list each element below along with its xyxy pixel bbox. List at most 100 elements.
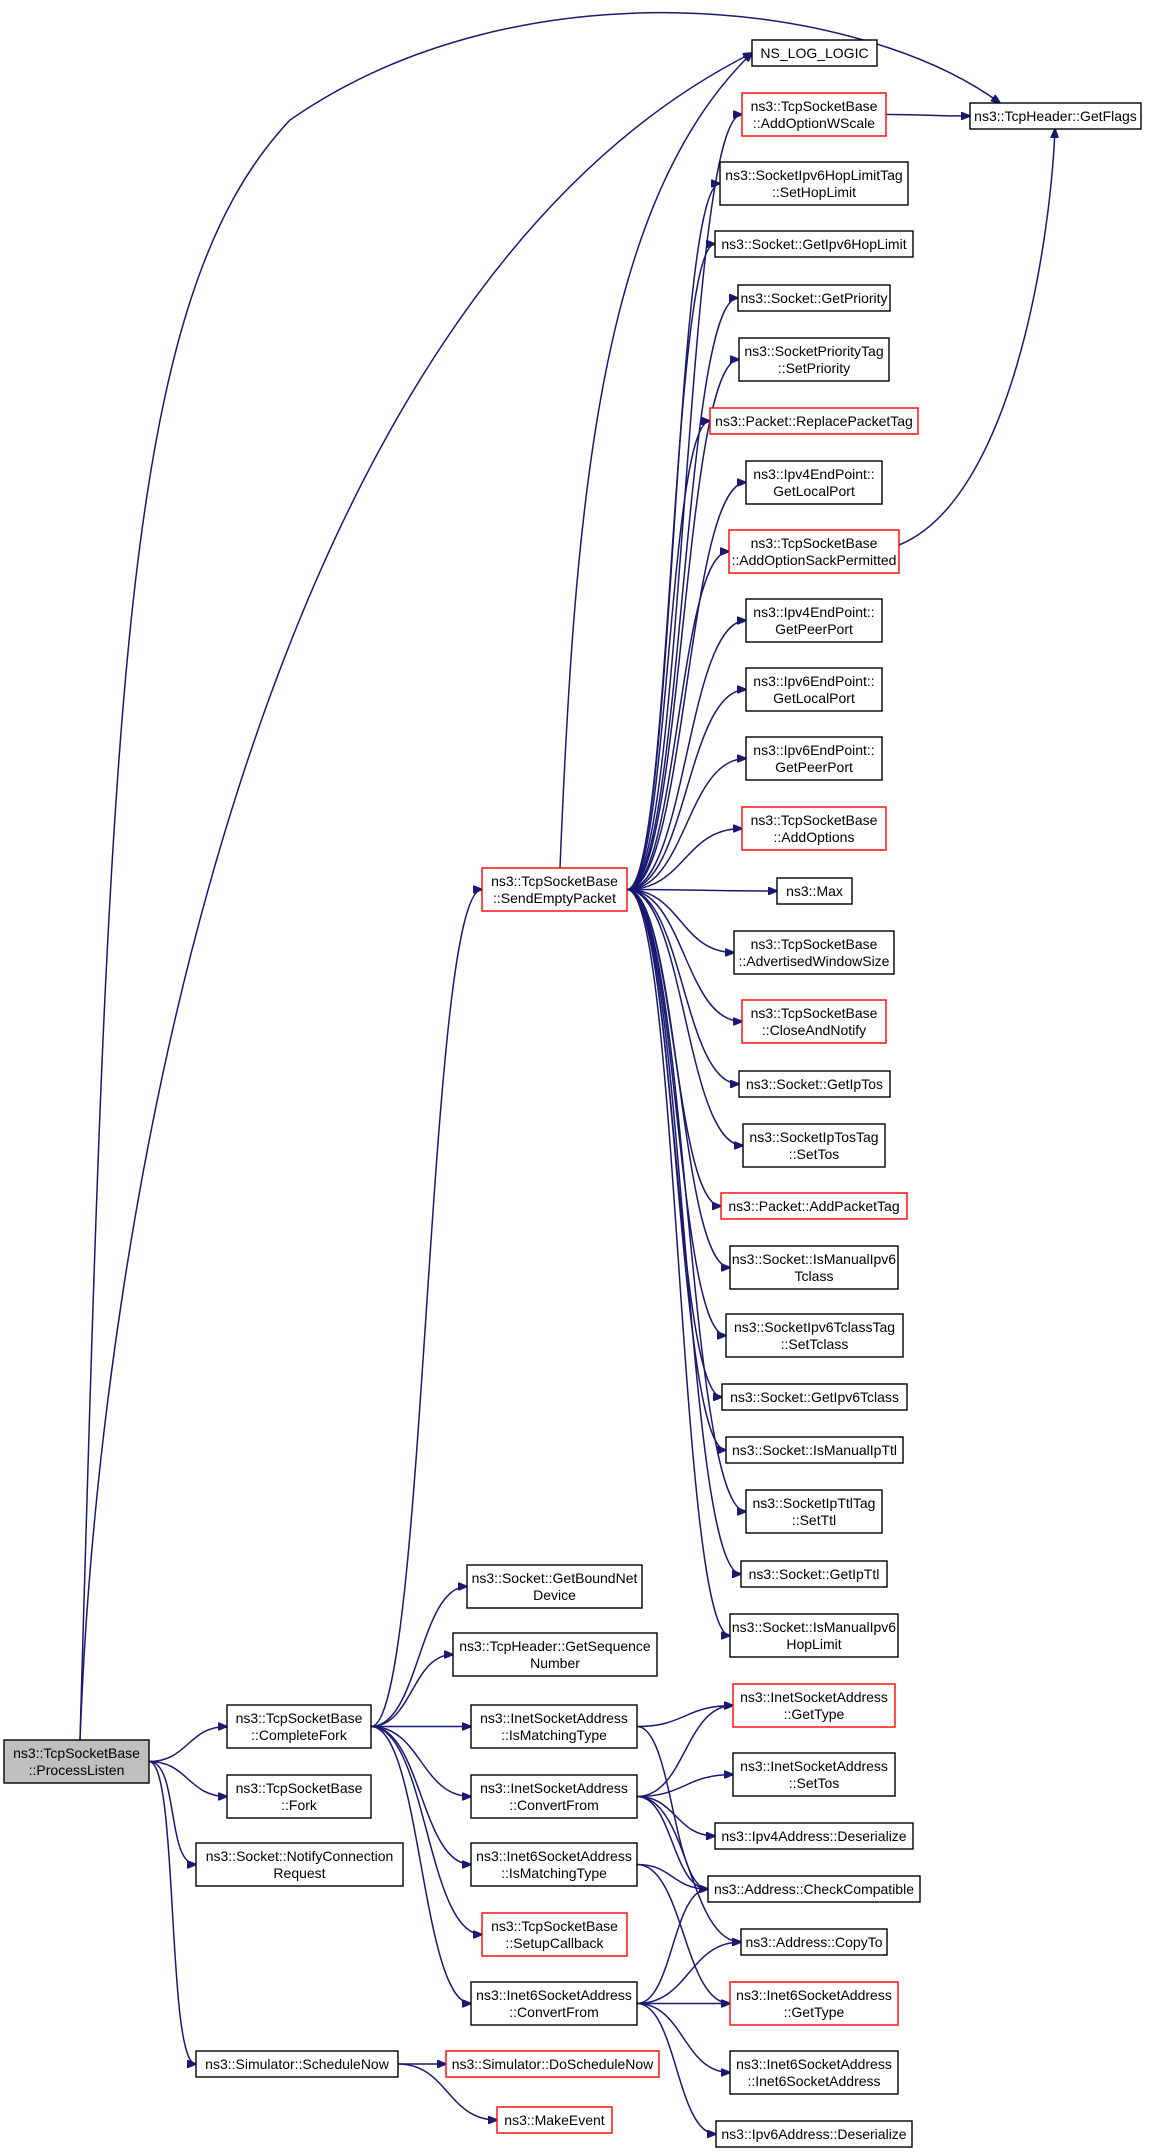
node-box [481,1912,628,1957]
edge-inet6-convert-from-to-ipv6-deserialize [636,2002,716,2135]
node-label: ::ConvertFrom [509,1797,598,1813]
node-box [729,1613,899,1658]
edge-inet-is-matching-type-to-inet-get-type [636,1706,733,1728]
node-inet6-ctor[interactable]: ns3::Inet6SocketAddress::Inet6SocketAddr… [729,2050,899,2095]
node-ipv4-deserialize[interactable]: ns3::Ipv4Address::Deserialize [714,1822,914,1850]
node-box [969,102,1142,130]
node-label: ns3::TcpSocketBase [13,1745,140,1761]
node-get-ipv6-hop-limit[interactable]: ns3::Socket::GetIpv6HopLimit [714,230,914,258]
node-set-hop-limit[interactable]: ns3::SocketIpv6HopLimitTag::SetHopLimit [719,161,909,206]
node-label: ::GetType [784,1706,845,1722]
node-box [751,39,878,67]
node-fork[interactable]: ns3::TcpSocketBase::Fork [226,1774,372,1819]
edge-send-empty-packet-to-get-ip-ttl [626,888,741,1575]
edge-send-empty-packet-to-ns-log-logic [559,53,752,869]
node-close-and-notify[interactable]: ns3::TcpSocketBase::CloseAndNotify [741,999,887,1044]
node-box [740,1928,888,1956]
node-label: ns3::InetSocketAddress [740,1689,888,1705]
node-box [745,598,883,643]
edge-process-listen-to-ns-log-logic [79,53,752,1741]
node-box [729,1981,899,2026]
node-label: ::SetTos [789,1775,840,1791]
node-inet6-convert-from[interactable]: ns3::Inet6SocketAddress::ConvertFrom [470,1981,638,2026]
node-label: Tclass [795,1268,834,1284]
node-get-ip-ttl[interactable]: ns3::Socket::GetIpTtl [740,1560,888,1588]
edge-add-option-sack-permitted-to-get-flags [898,129,1055,546]
node-add-options[interactable]: ns3::TcpSocketBase::AddOptions [741,806,887,851]
node-ipv4-get-peer-port[interactable]: ns3::Ipv4EndPoint::GetPeerPort [745,598,883,643]
node-box [714,230,914,258]
node-replace-packet-tag[interactable]: ns3::Packet::ReplacePacketTag [709,407,919,435]
node-label: ::CompleteFork [251,1727,348,1743]
node-inet-get-type[interactable]: ns3::InetSocketAddress::GetType [732,1683,896,1728]
node-is-manual-ip-ttl[interactable]: ns3::Socket::IsManualIpTtl [725,1436,904,1464]
edge-process-listen-to-get-flags [79,11,1000,1741]
node-schedule-now[interactable]: ns3::Simulator::ScheduleNow [195,2050,399,2078]
node-get-ip-tos[interactable]: ns3::Socket::GetIpTos [738,1070,891,1098]
node-process-listen[interactable]: ns3::TcpSocketBase::ProcessListen [3,1739,150,1784]
node-inet6-get-type[interactable]: ns3::Inet6SocketAddress::GetType [729,1981,899,2026]
node-get-flags[interactable]: ns3::TcpHeader::GetFlags [969,102,1142,130]
node-inet6-is-matching-type[interactable]: ns3::Inet6SocketAddress::IsMatchingType [470,1842,638,1887]
node-label: ns3::Socket::GetIpTos [746,1076,883,1092]
edge-complete-fork-to-inet6-is-matching-type [370,1725,471,1865]
node-inet-is-matching-type[interactable]: ns3::InetSocketAddress::IsMatchingType [470,1704,638,1749]
node-ipv6-get-local-port[interactable]: ns3::Ipv6EndPoint::GetLocalPort [745,667,883,712]
node-box [226,1704,372,1749]
node-box [195,2050,399,2078]
node-set-ttl[interactable]: ns3::SocketIpTtlTag::SetTtl [745,1489,883,1534]
node-box [496,2106,613,2134]
node-ipv6-deserialize[interactable]: ns3::Ipv6Address::Deserialize [715,2120,913,2148]
node-get-priority[interactable]: ns3::Socket::GetPriority [737,284,891,312]
edge-inet6-convert-from-to-inet6-ctor [636,2002,730,2073]
node-get-ipv6-tclass[interactable]: ns3::Socket::GetIpv6Tclass [721,1383,908,1411]
node-setup-callback[interactable]: ns3::TcpSocketBase::SetupCallback [481,1912,628,1957]
node-set-priority[interactable]: ns3::SocketPriorityTag::SetPriority [738,337,890,382]
edge-send-empty-packet-to-replace-packet-tag [626,421,710,891]
node-box [466,1564,643,1609]
node-ipv4-get-local-port[interactable]: ns3::Ipv4EndPoint::GetLocalPort [745,460,883,505]
node-check-compatible[interactable]: ns3::Address::CheckCompatible [707,1875,921,1903]
node-box [741,92,887,137]
node-inet-convert-from[interactable]: ns3::InetSocketAddress::ConvertFrom [470,1774,638,1819]
node-label: ns3::Ipv6EndPoint:: [753,742,874,758]
node-ipv6-get-peer-port[interactable]: ns3::Ipv6EndPoint::GetPeerPort [745,736,883,781]
node-box [721,1383,908,1411]
node-label: ::SetTtl [792,1512,836,1528]
node-add-packet-tag[interactable]: ns3::Packet::AddPacketTag [720,1192,908,1220]
node-make-event[interactable]: ns3::MakeEvent [496,2106,613,2134]
node-set-tclass[interactable]: ns3::SocketIpv6TclassTag::SetTclass [725,1313,904,1358]
node-set-tos-tag[interactable]: ns3::SocketIpTosTag::SetTos [742,1123,886,1168]
node-box [745,736,883,781]
node-label: ns3::Socket::GetBoundNet [472,1570,638,1586]
edge-complete-fork-to-get-bound-net-device [370,1587,467,1728]
node-label: ::SetupCallback [505,1935,604,1951]
node-label: ns3::MakeEvent [504,2112,604,2128]
node-inet-set-tos[interactable]: ns3::InetSocketAddress::SetTos [732,1752,896,1797]
node-box [741,999,887,1044]
node-add-option-wscale[interactable]: ns3::TcpSocketBase::AddOptionWScale [741,92,887,137]
node-box [3,1739,150,1784]
node-label: ns3::SocketIpv6HopLimitTag [725,167,902,183]
node-send-empty-packet[interactable]: ns3::TcpSocketBase::SendEmptyPacket [481,867,628,912]
node-copy-to[interactable]: ns3::Address::CopyTo [740,1928,888,1956]
node-label: ::SendEmptyPacket [493,890,616,906]
node-box [470,1704,638,1749]
node-add-option-sack-permitted[interactable]: ns3::TcpSocketBase::AddOptionSackPermitt… [728,529,900,574]
edge-complete-fork-to-get-sequence-number [370,1655,453,1728]
node-advertised-window-size[interactable]: ns3::TcpSocketBase::AdvertisedWindowSize [733,930,895,975]
edge-send-empty-packet-to-set-priority [626,360,739,891]
node-complete-fork[interactable]: ns3::TcpSocketBase::CompleteFork [226,1704,372,1749]
node-box [719,161,909,206]
node-max[interactable]: ns3::Max [776,877,853,905]
node-ns-log-logic[interactable]: NS_LOG_LOGIC [751,39,878,67]
edge-inet-convert-from-to-copy-to [636,1795,741,1943]
node-box [740,1560,888,1588]
node-do-schedule-now[interactable]: ns3::Simulator::DoScheduleNow [445,2050,660,2078]
edge-send-empty-packet-to-set-ttl [626,888,746,1512]
